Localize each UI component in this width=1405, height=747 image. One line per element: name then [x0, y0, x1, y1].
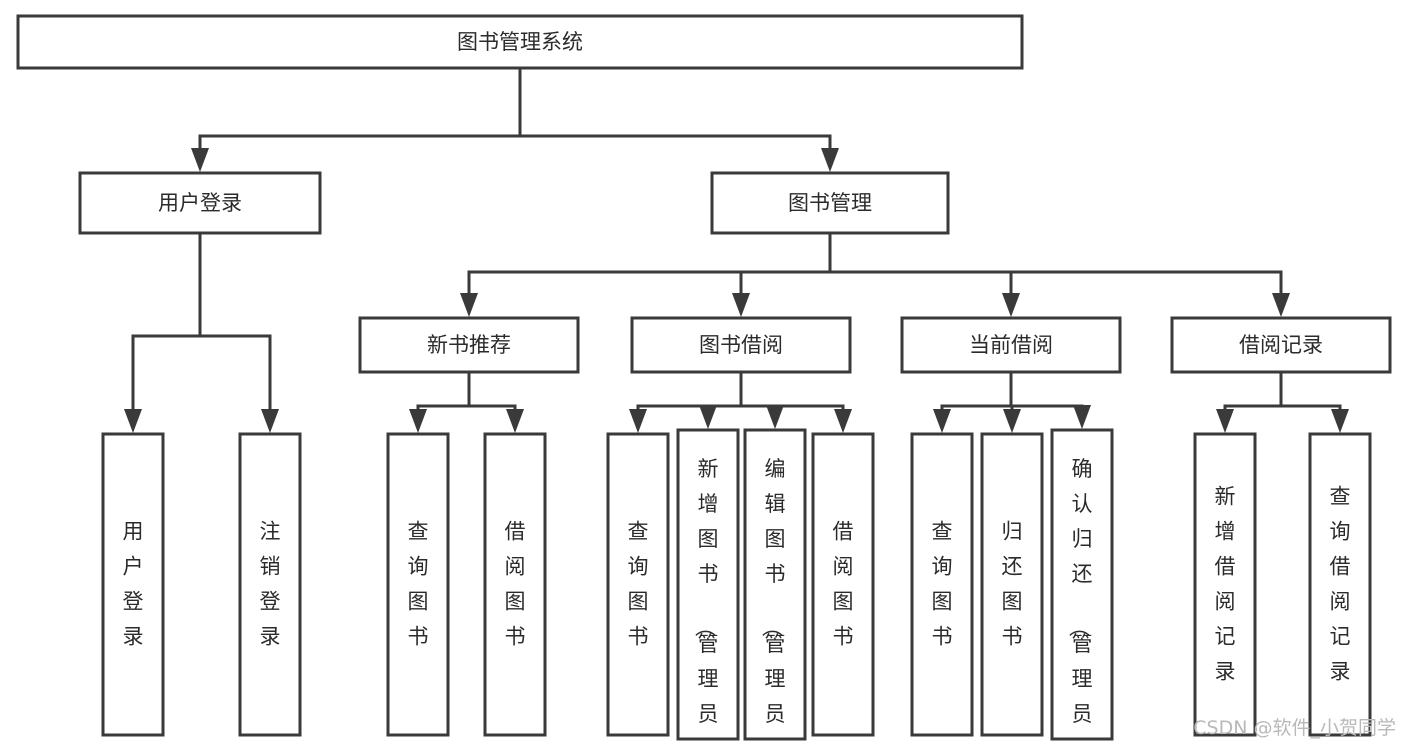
node-box-leaf-query-book-a[interactable]	[386, 432, 450, 737]
arrow-head-current_borrow	[1002, 293, 1020, 317]
node-leaf-user-login[interactable]: 用户登录	[101, 432, 165, 737]
node-label-leaf-user-login: 用户登录	[123, 520, 144, 649]
node-layer: 图书管理系统用户登录图书管理新书推荐图书借阅当前借阅借阅记录用户登录注销登录查询…	[16, 14, 1392, 747]
node-box-leaf-edit-book[interactable]	[743, 428, 807, 741]
arrow-head-leaf_query_book_b	[629, 409, 647, 433]
node-box-leaf-query-book-b[interactable]	[606, 432, 670, 737]
node-leaf-add-book[interactable]: 新增图书（管理员）	[676, 428, 740, 747]
connector-group-current_borrow	[933, 370, 1091, 433]
node-label-leaf-query-record: 查询借阅记录	[1330, 485, 1351, 684]
node-label-new-book-rec: 新书推荐	[427, 333, 511, 357]
node-box-leaf-confirm-return[interactable]	[1050, 428, 1114, 741]
node-label-current-borrow: 当前借阅	[969, 333, 1053, 357]
node-label-leaf-borrow-book-a: 借阅图书	[505, 520, 526, 649]
arrow-head-leaf_query_record	[1331, 409, 1349, 433]
node-label-book-borrow: 图书借阅	[699, 333, 783, 357]
node-box-leaf-logout[interactable]	[238, 432, 302, 737]
node-label-borrow-record: 借阅记录	[1239, 333, 1323, 357]
node-book-manage[interactable]: 图书管理	[710, 171, 950, 235]
arrow-head-book_manage	[821, 148, 839, 172]
node-label-user-login: 用户登录	[158, 191, 242, 215]
node-label-leaf-confirm-return: 确认归还（管理员）	[1067, 457, 1093, 747]
csdn-watermark: CSDN @软件_小贺同学	[1193, 717, 1396, 739]
node-label-leaf-borrow-book-b: 借阅图书	[833, 520, 854, 649]
node-box-leaf-add-record[interactable]	[1193, 432, 1257, 737]
node-label-leaf-query-book-b: 查询图书	[628, 520, 649, 649]
arrow-head-leaf_confirm_return	[1073, 405, 1091, 429]
node-leaf-borrow-book-a[interactable]: 借阅图书	[483, 432, 547, 737]
node-box-leaf-query-book-c[interactable]	[910, 432, 974, 737]
arrow-head-book_borrow	[732, 293, 750, 317]
node-leaf-confirm-return[interactable]: 确认归还（管理员）	[1050, 428, 1114, 747]
node-leaf-query-book-c[interactable]: 查询图书	[910, 432, 974, 737]
node-leaf-query-book-a[interactable]: 查询图书	[386, 432, 450, 737]
arrow-head-leaf_borrow_book_b	[834, 409, 852, 433]
arrow-head-new_book_rec	[460, 293, 478, 317]
arrow-head-leaf_user_login	[124, 409, 142, 433]
node-leaf-query-record[interactable]: 查询借阅记录	[1308, 432, 1372, 737]
node-box-leaf-user-login[interactable]	[101, 432, 165, 737]
node-label-book-manage: 图书管理	[788, 191, 872, 215]
node-box-book-manage[interactable]	[710, 171, 950, 235]
node-leaf-logout[interactable]: 注销登录	[238, 432, 302, 737]
node-label-leaf-edit-book: 编辑图书（管理员）	[760, 457, 786, 747]
node-box-leaf-return-book[interactable]	[980, 432, 1044, 737]
node-box-leaf-borrow-book-a[interactable]	[483, 432, 547, 737]
node-box-book-borrow[interactable]	[630, 316, 852, 374]
node-leaf-query-book-b[interactable]: 查询图书	[606, 432, 670, 737]
connector-group-book_manage	[460, 231, 1290, 317]
node-box-root[interactable]	[16, 14, 1024, 70]
node-box-current-borrow[interactable]	[900, 316, 1122, 374]
node-label-leaf-add-book: 新增图书（管理员）	[693, 457, 719, 747]
node-label-leaf-return-book: 归还图书	[1002, 520, 1023, 649]
arrow-head-leaf_logout	[261, 409, 279, 433]
node-new-book-rec[interactable]: 新书推荐	[358, 316, 580, 374]
node-label-leaf-query-book-c: 查询图书	[932, 520, 953, 649]
arrow-head-leaf_add_book	[699, 405, 717, 429]
arrow-head-user_login	[191, 148, 209, 172]
arrow-head-leaf_add_record	[1216, 409, 1234, 433]
node-leaf-borrow-book-b[interactable]: 借阅图书	[811, 432, 875, 737]
node-leaf-edit-book[interactable]: 编辑图书（管理员）	[743, 428, 807, 747]
connector-group-root	[191, 66, 839, 172]
node-box-user-login[interactable]	[78, 171, 322, 235]
arrow-head-leaf_return_book	[1003, 409, 1021, 433]
node-leaf-add-record[interactable]: 新增借阅记录	[1193, 432, 1257, 737]
arrow-head-leaf_borrow_book_a	[506, 409, 524, 433]
node-root[interactable]: 图书管理系统	[16, 14, 1024, 70]
node-book-borrow[interactable]: 图书借阅	[630, 316, 852, 374]
node-box-leaf-add-book[interactable]	[676, 428, 740, 741]
node-box-leaf-query-record[interactable]	[1308, 432, 1372, 737]
node-box-borrow-record[interactable]	[1170, 316, 1392, 374]
connector-group-borrow_record	[1216, 370, 1349, 433]
node-label-leaf-add-record: 新增借阅记录	[1215, 485, 1236, 684]
node-label-leaf-logout: 注销登录	[260, 520, 281, 649]
node-label-leaf-query-book-a: 查询图书	[408, 520, 429, 649]
node-borrow-record[interactable]: 借阅记录	[1170, 316, 1392, 374]
arrow-head-leaf_query_book_a	[409, 409, 427, 433]
node-current-borrow[interactable]: 当前借阅	[900, 316, 1122, 374]
connector-group-book_borrow	[629, 370, 852, 433]
node-box-leaf-borrow-book-b[interactable]	[811, 432, 875, 737]
connector-group-new_book_rec	[409, 370, 524, 433]
arrow-head-borrow_record	[1272, 293, 1290, 317]
arrow-head-leaf_edit_book	[766, 405, 784, 429]
connector-layer	[124, 66, 1349, 433]
node-box-new-book-rec[interactable]	[358, 316, 580, 374]
node-label-root: 图书管理系统	[457, 30, 583, 54]
node-user-login[interactable]: 用户登录	[78, 171, 322, 235]
node-leaf-return-book[interactable]: 归还图书	[980, 432, 1044, 737]
arrow-head-leaf_query_book_c	[933, 409, 951, 433]
connector-group-user_login	[124, 231, 279, 433]
